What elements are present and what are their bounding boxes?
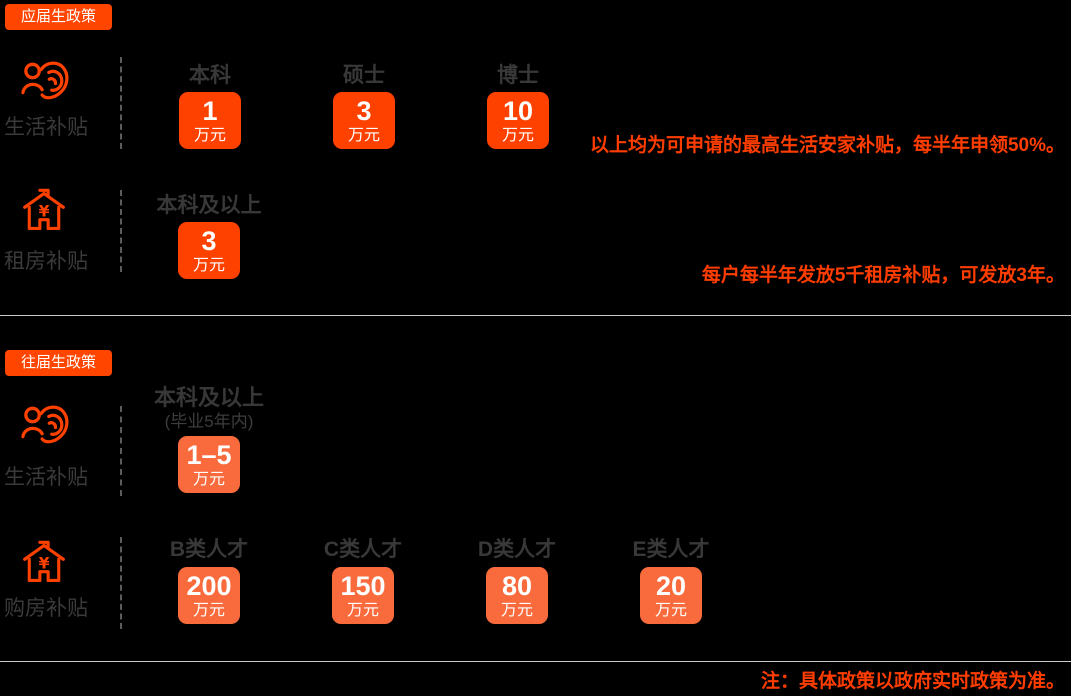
- value: 150: [340, 570, 386, 601]
- value-box: 20 万元: [640, 567, 702, 624]
- unit: 万元: [346, 601, 379, 619]
- value-box: 150 万元: [332, 567, 394, 624]
- unit: 万元: [654, 601, 687, 619]
- unit: 万元: [192, 256, 225, 274]
- column-header-master: 硕士: [343, 64, 385, 87]
- value-box: 1 万元: [179, 92, 241, 149]
- column-header-talent-e: E类人才: [632, 538, 710, 561]
- section-badge-prev-grad: 往届生政策: [5, 350, 113, 376]
- house-yuan-icon: ¥: [21, 538, 67, 588]
- row-label-home-purchase-subsidy: 购房补贴: [4, 597, 88, 620]
- value: 1: [202, 95, 218, 126]
- column-subheader-within-5-years: (毕业5年内): [164, 412, 254, 431]
- column-header-bachelor-above: 本科及以上: [156, 194, 262, 217]
- value: 10: [502, 95, 534, 126]
- column-header-talent-b: B类人才: [169, 538, 249, 561]
- svg-text:¥: ¥: [39, 554, 50, 573]
- unit: 万元: [500, 601, 533, 619]
- value-box: 1–5 万元: [178, 436, 240, 493]
- policy-note-rent: 每户每半年发放5千租房补贴，可发放3年。: [701, 265, 1065, 286]
- unit: 万元: [192, 601, 225, 619]
- row-label-living-subsidy: 生活补贴: [4, 466, 88, 489]
- value-box: 3 万元: [333, 92, 395, 149]
- value-box: 80 万元: [486, 567, 548, 624]
- value: 3: [201, 225, 217, 256]
- dashed-divider: [120, 537, 122, 629]
- section-divider: [0, 661, 1071, 662]
- row-label-rent-subsidy: 租房补贴: [4, 250, 88, 273]
- section-badge-fresh-grad: 应届生政策: [5, 4, 113, 30]
- value: 20: [655, 570, 687, 601]
- row-label-living-subsidy: 生活补贴: [4, 116, 88, 139]
- column-header-talent-d: D类人才: [477, 538, 557, 561]
- unit: 万元: [192, 470, 225, 488]
- dashed-divider: [120, 57, 122, 149]
- people-care-icon: [20, 404, 70, 450]
- value: 3: [356, 95, 372, 126]
- column-header-phd: 博士: [497, 64, 539, 87]
- column-header-talent-c: C类人才: [323, 538, 403, 561]
- svg-text:¥: ¥: [39, 202, 50, 221]
- dashed-divider: [120, 406, 122, 496]
- policy-note-living: 以上均为可申请的最高生活安家补贴，每半年申领50%。: [589, 135, 1065, 156]
- dashed-divider: [120, 190, 122, 272]
- unit: 万元: [347, 126, 380, 144]
- house-yuan-icon: ¥: [21, 186, 67, 236]
- value-box: 10 万元: [487, 92, 549, 149]
- column-header-bachelor: 本科: [189, 64, 231, 87]
- section-divider: [0, 315, 1071, 316]
- people-care-icon: [20, 60, 70, 106]
- unit: 万元: [501, 126, 534, 144]
- column-header-bachelor-above: 本科及以上: [153, 385, 265, 410]
- value-box: 200 万元: [178, 567, 240, 624]
- value: 1–5: [186, 439, 232, 470]
- unit: 万元: [193, 126, 226, 144]
- footnote-disclaimer: 注：具体政策以政府实时政策为准。: [760, 671, 1065, 692]
- value: 80: [501, 570, 533, 601]
- value: 200: [186, 570, 232, 601]
- value-box: 3 万元: [178, 222, 240, 279]
